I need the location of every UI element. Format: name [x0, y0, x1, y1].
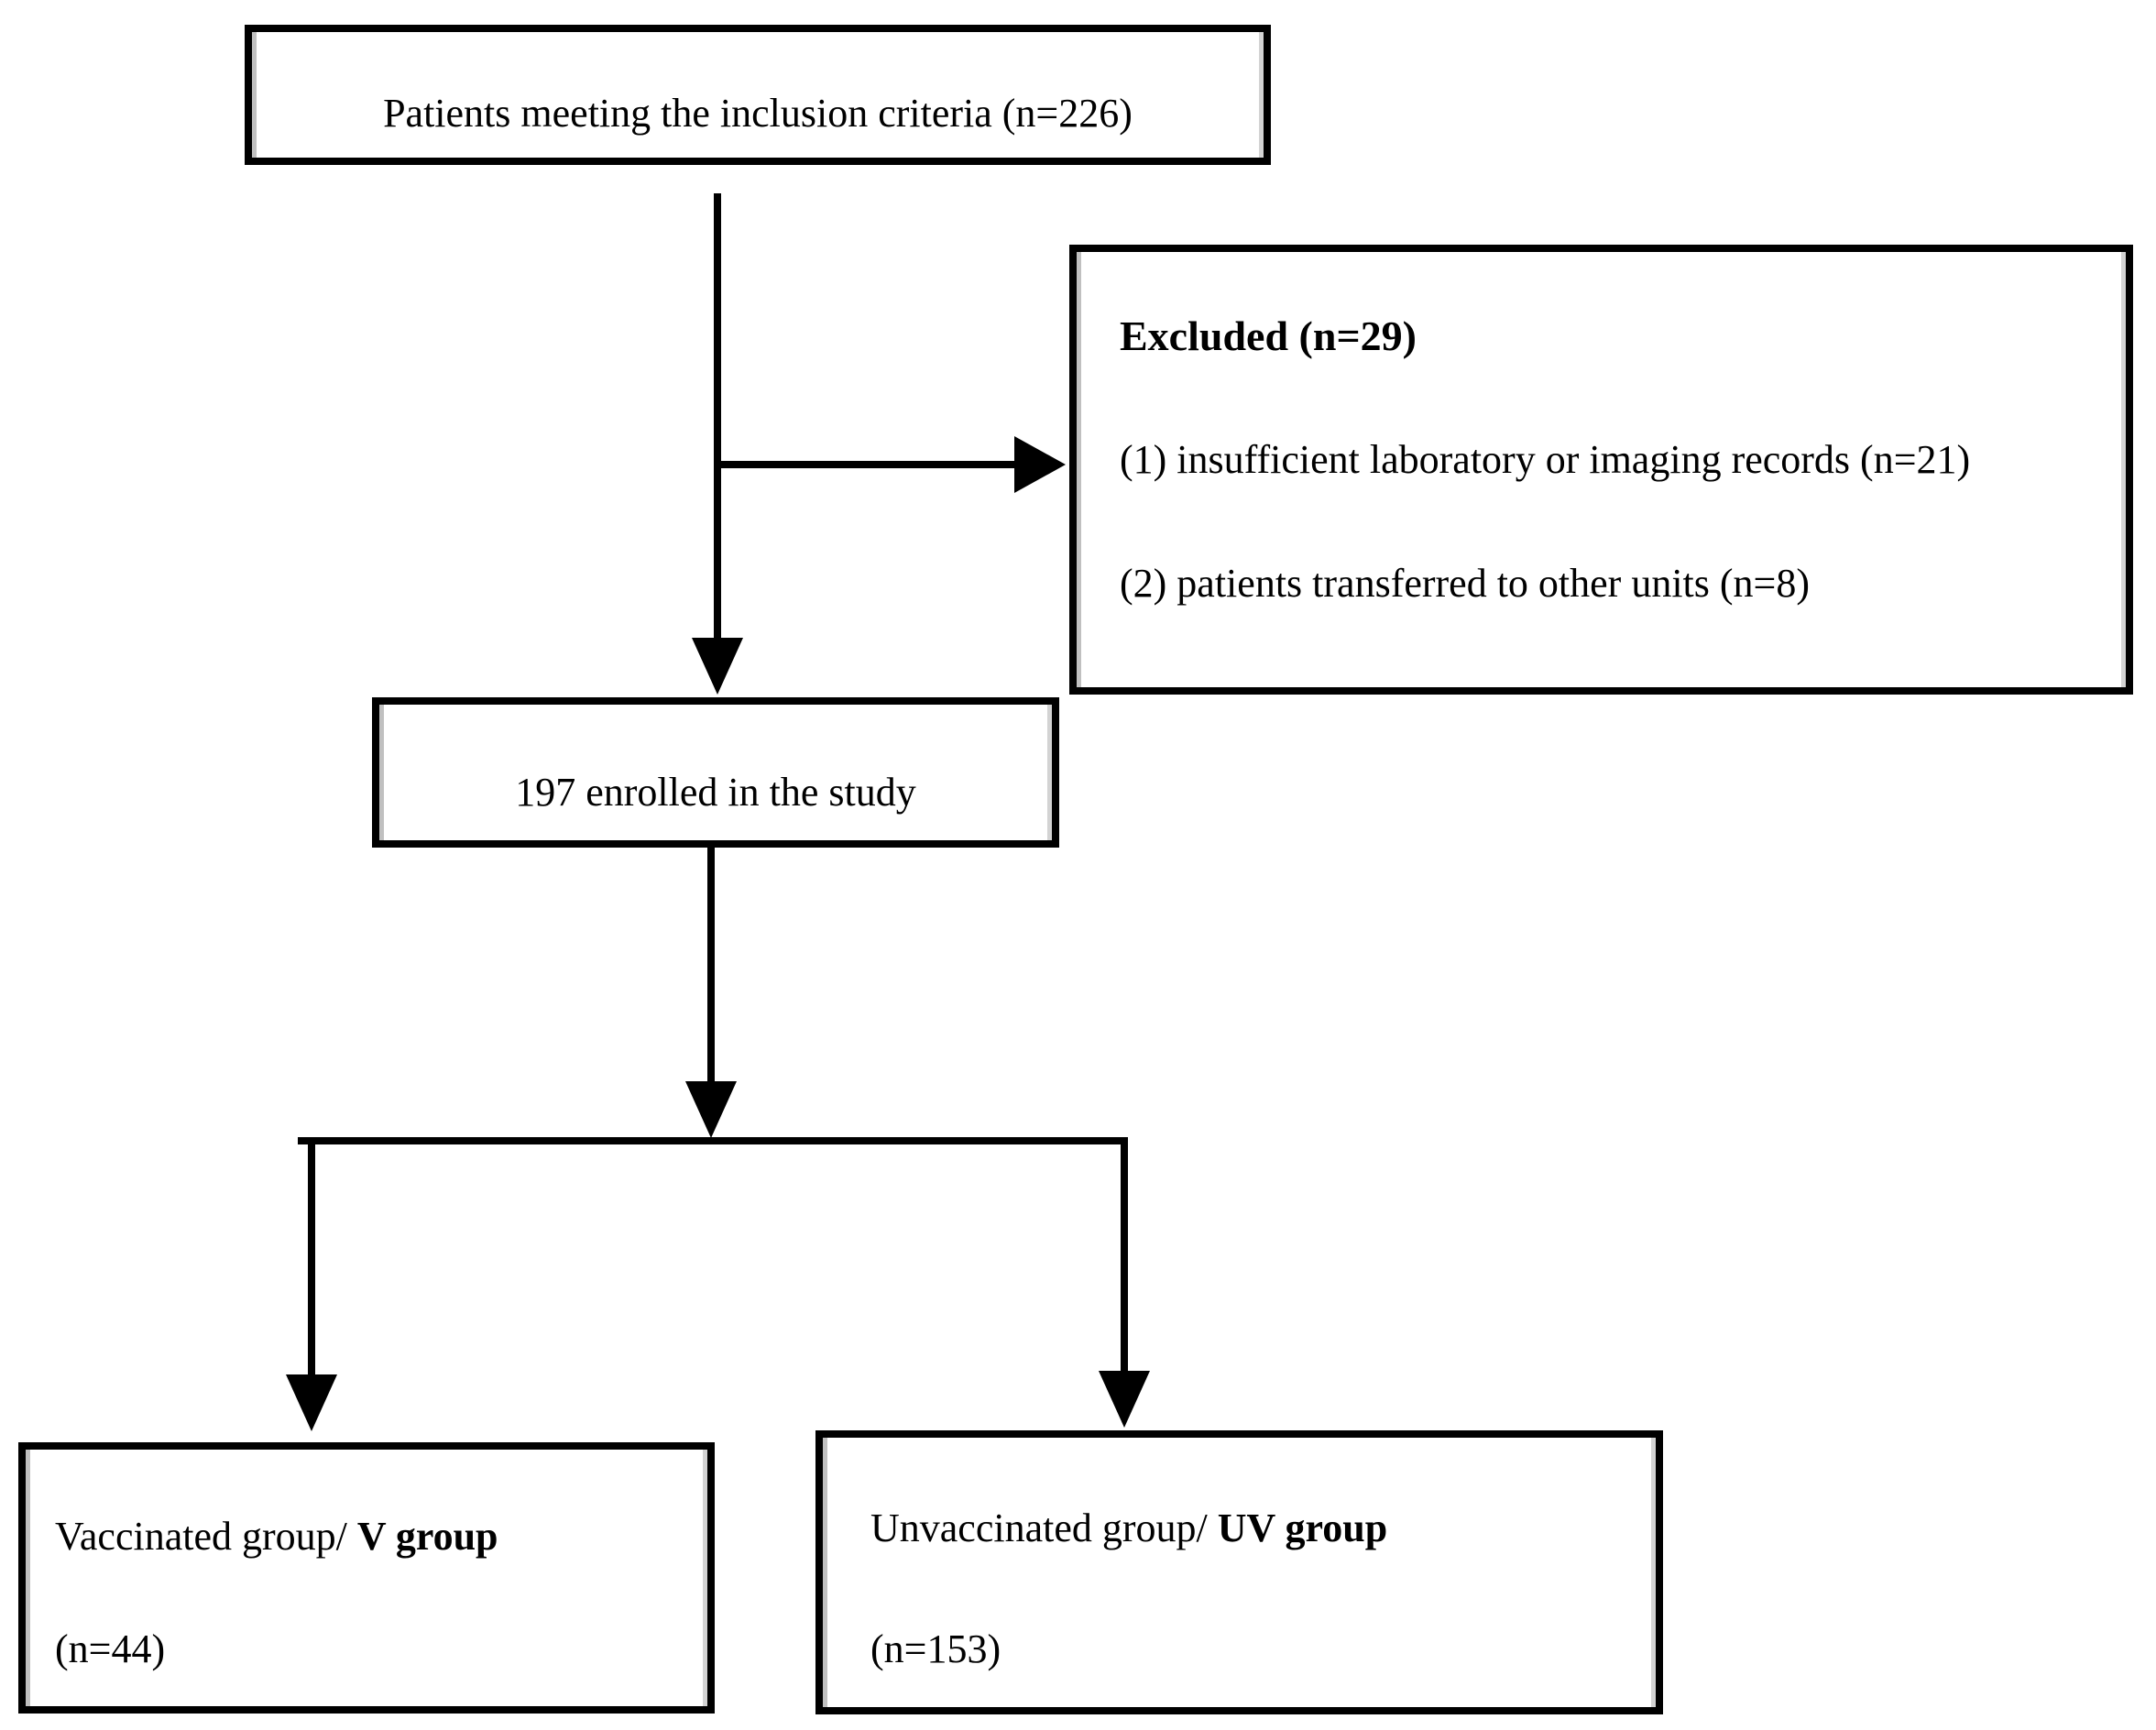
inclusion-criteria-box: Patients meeting the inclusion criteria …	[245, 25, 1271, 165]
excluded-title: Excluded (n=29)	[1120, 312, 1417, 359]
connector-enrolled-to-split	[707, 848, 715, 1086]
connector-to-excluded	[714, 461, 1017, 468]
connector-inclusion-to-enrolled	[714, 193, 721, 642]
enrolled-label: 197 enrolled in the study	[515, 770, 916, 815]
vaccinated-label-bold: V group	[356, 1514, 498, 1559]
connector-split-to-vaccinated	[308, 1141, 315, 1379]
unvaccinated-group-label: Unvaccinated group/ UV group	[870, 1506, 1647, 1551]
vaccinated-group-label: Vaccinated group/ V group	[55, 1514, 698, 1560]
unvaccinated-label-bold: UV group	[1217, 1506, 1388, 1550]
arrowhead-down-split-icon	[685, 1081, 737, 1138]
vaccinated-group-box: Vaccinated group/ V group (n=44)	[18, 1442, 715, 1714]
unvaccinated-count: (n=153)	[870, 1626, 1001, 1671]
connector-split-horizontal	[298, 1137, 1128, 1144]
arrowhead-right-excluded-icon	[1014, 436, 1066, 493]
connector-split-to-unvaccinated	[1121, 1141, 1128, 1375]
arrowhead-down-vaccinated-icon	[286, 1374, 337, 1431]
enrolled-box: 197 enrolled in the study	[372, 697, 1059, 848]
arrowhead-down-unvaccinated-icon	[1099, 1371, 1150, 1428]
excluded-reason-1: (1) insufficient laboratory or imaging r…	[1120, 437, 1971, 482]
vaccinated-count: (n=44)	[55, 1626, 166, 1671]
vaccinated-label-prefix: Vaccinated group/	[55, 1514, 357, 1559]
arrowhead-down-enrolled-icon	[692, 638, 743, 695]
unvaccinated-group-box: Unvaccinated group/ UV group (n=153)	[815, 1430, 1663, 1714]
unvaccinated-label-prefix: Unvaccinated group/	[870, 1506, 1218, 1550]
excluded-box: Excluded (n=29) (1) insufficient laborat…	[1069, 245, 2133, 695]
inclusion-criteria-label: Patients meeting the inclusion criteria …	[383, 90, 1133, 136]
excluded-reason-2: (2) patients transferred to other units …	[1120, 561, 1811, 606]
